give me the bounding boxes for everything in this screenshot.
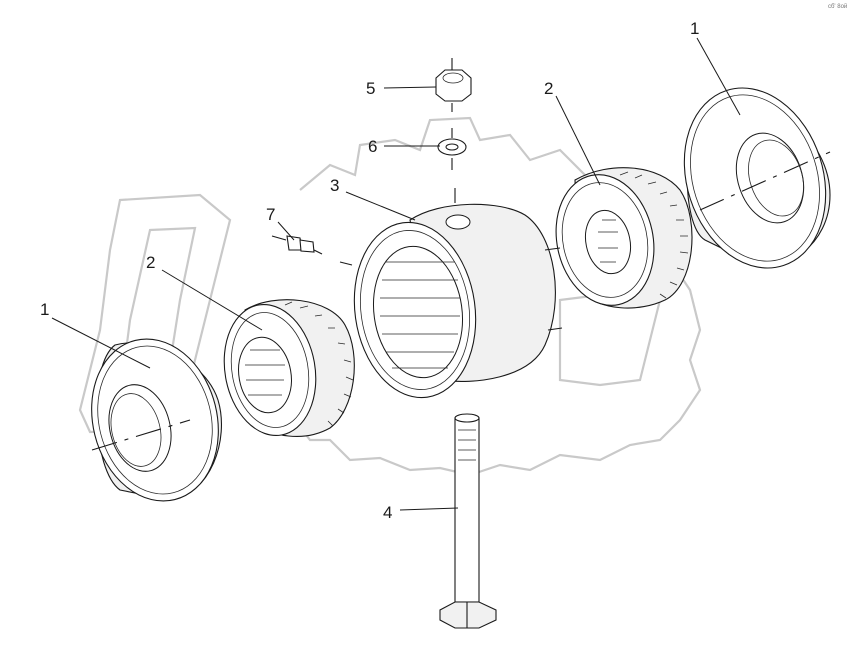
- leader-lines: [51, 37, 741, 511]
- corner-mark: сб' 8ой: [828, 3, 847, 10]
- bolt-shank: [454, 417, 480, 603]
- part-4-bolt: [439, 413, 497, 629]
- leader-1-right: [696, 37, 741, 116]
- bolt-head: [439, 601, 497, 629]
- part-1-right-seal-ring: [683, 87, 831, 269]
- fitting-hex: [299, 239, 315, 253]
- callout-3: 3: [330, 176, 339, 195]
- callout-6: 6: [368, 137, 377, 156]
- callout-2-left: 2: [146, 253, 155, 272]
- part-1-left-seal-ring: [91, 338, 222, 502]
- gear-teeth-left: [245, 301, 354, 427]
- leader-5: [383, 86, 437, 89]
- internal-splines: [380, 261, 460, 369]
- part-6-washer: [437, 128, 467, 203]
- part-3-housing: [353, 203, 563, 399]
- callout-labels: 1 2 5 6 3 7 2 1 4: [40, 19, 699, 522]
- gear-teeth-right: [598, 171, 689, 299]
- part-2-left-gear-ring: [223, 299, 355, 437]
- callout-1-left: 1: [40, 300, 49, 319]
- leader-1-left: [51, 317, 151, 369]
- leader-7: [277, 221, 295, 241]
- leader-2-right: [555, 95, 601, 186]
- leader-4: [399, 507, 459, 511]
- callout-4: 4: [383, 503, 392, 522]
- callout-5: 5: [366, 79, 375, 98]
- part-7-grease-fitting: [271, 235, 323, 255]
- part-2-right-gear-ring: [555, 167, 693, 309]
- nut-hex: [435, 69, 472, 102]
- leader-3: [345, 191, 416, 221]
- part-5-nut: [435, 58, 472, 112]
- callout-1-right: 1: [690, 19, 699, 38]
- leader-2-left: [161, 269, 263, 331]
- center-axes: [91, 151, 831, 451]
- bolt-tip: [454, 413, 480, 423]
- callout-7: 7: [266, 205, 275, 224]
- callout-2-right: 2: [544, 79, 553, 98]
- housing-bolt-hole: [445, 214, 471, 230]
